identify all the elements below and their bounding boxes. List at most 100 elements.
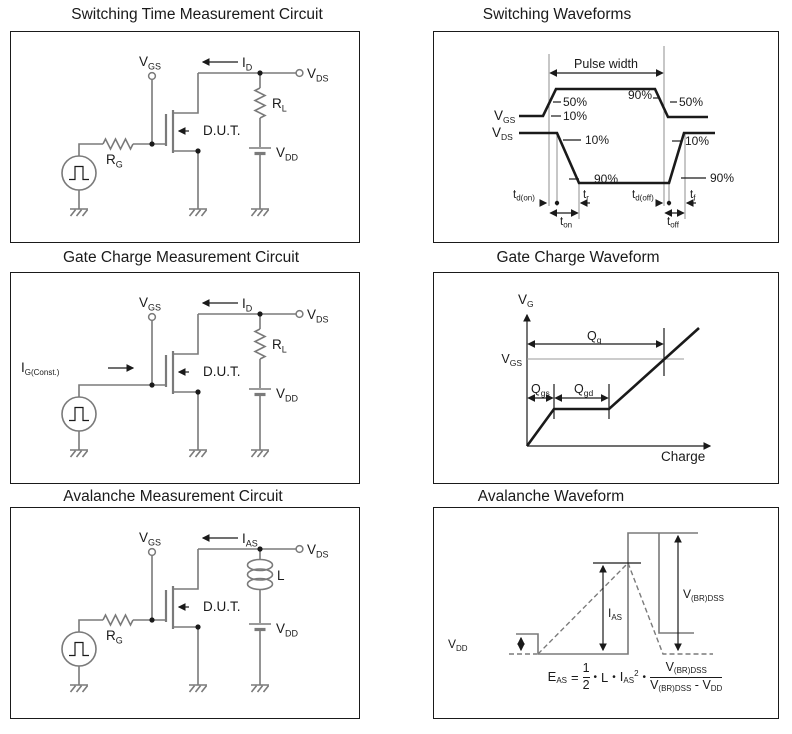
vds-terminal (295, 68, 304, 78)
panel-title-avalanche-circuit: Avalanche Measurement Circuit (63, 488, 283, 505)
label-vg: VG (518, 292, 534, 309)
label-l: L (277, 568, 285, 583)
junction-dot (149, 617, 155, 623)
label-vbrdss: V(BR)DSS (683, 587, 724, 603)
resistor-rl-symbol (253, 87, 267, 119)
label-dut: D.U.T. (203, 364, 241, 379)
label-qg: Qg (587, 329, 602, 345)
label-charge: Charge (661, 449, 705, 464)
panel-switching-waveforms: Pulse width VGS VDS 50% 10% 90% 50% 10% … (433, 31, 779, 243)
timing-annotations: td(on) tr ton td(off) tf toff (513, 189, 696, 230)
label-ias: IAS (608, 606, 622, 622)
label-dut: D.U.T. (203, 123, 241, 138)
circuit-wires (78, 72, 296, 209)
formula-dot: • (593, 671, 598, 683)
panel-title-avalanche-waveform: Avalanche Waveform (477, 488, 625, 505)
ground-symbol (69, 684, 89, 693)
svg-text:50%: 50% (679, 95, 703, 109)
label-vgs: VGS (139, 530, 161, 548)
mosfet-symbol (164, 549, 199, 685)
vds-avalanche-waveform (516, 532, 698, 655)
ground-symbol (69, 208, 89, 217)
vds-terminal (295, 309, 304, 319)
battery-vdd-symbol (249, 388, 271, 397)
label-vgs: VGS (139, 295, 161, 313)
guide-lines (548, 46, 686, 219)
panel-gate-charge-waveform: VG VGS Qg Qgs Qgd Charge (433, 272, 779, 484)
junction-dot (257, 311, 263, 317)
junction-dot (195, 389, 201, 395)
mosfet-symbol (164, 73, 199, 209)
panel-title-gate-charge-circuit: Gate Charge Measurement Circuit (62, 249, 300, 266)
svg-text:10%: 10% (585, 133, 609, 147)
label-qgs: Qgs (531, 382, 550, 398)
formula-equals: = (570, 669, 579, 685)
label-rg: RG (106, 152, 123, 170)
ground-symbol (250, 208, 270, 217)
formula-inductance: L (601, 669, 609, 685)
junction-dot (149, 141, 155, 147)
label-vds: VDS (307, 66, 329, 84)
label-id: ID (242, 55, 253, 73)
svg-text:10%: 10% (563, 109, 587, 123)
formula-voltage-ratio: V(BR)DSS V(BR)DSS - VDD (650, 660, 723, 694)
svg-text:ton: ton (560, 216, 572, 230)
vds-waveform (519, 131, 715, 185)
ground-symbol (69, 449, 89, 458)
label-vdd: VDD (448, 637, 468, 653)
percent-ticks: 50% 10% 90% 50% 10% 90% 10% 90% (551, 88, 734, 186)
pulse-generator-symbol (61, 631, 97, 667)
panel-switching-time-circuit: VGS ID VDS D.U.T. RG RL VDD (10, 31, 360, 243)
svg-text:50%: 50% (563, 95, 587, 109)
battery-vdd-symbol (249, 147, 271, 156)
label-vgs: VGS (494, 108, 516, 125)
junction-dot (149, 382, 155, 388)
label-rl: RL (272, 337, 287, 355)
label-dut: D.U.T. (203, 599, 241, 614)
panel-avalanche-circuit: VGS IAS VDS D.U.T. RG L VDD (10, 507, 360, 719)
formula-ias-squared: IAS2 (619, 669, 639, 686)
ias-current-dashed-waveform (509, 561, 713, 655)
formula-dot: • (612, 671, 616, 683)
circuit-wires (78, 313, 296, 450)
label-ias: IAS (242, 531, 258, 549)
panel-title-switching-time-circuit: Switching Time Measurement Circuit (71, 6, 323, 23)
label-vds: VDS (492, 125, 513, 142)
svg-text:td(off): td(off) (632, 189, 654, 203)
svg-text:90%: 90% (594, 172, 618, 186)
mosfet-symbol (164, 314, 199, 450)
svg-text:90%: 90% (710, 171, 734, 185)
label-vds: VDS (307, 542, 329, 560)
label-vdd: VDD (276, 621, 299, 639)
junction-dot (257, 70, 263, 76)
vgs-terminal (147, 312, 157, 322)
junction-dot (257, 546, 263, 552)
svg-text:90%: 90% (628, 88, 652, 102)
pulse-generator-symbol (61, 155, 97, 191)
gate-charge-curve (525, 327, 700, 447)
label-rg: RG (106, 628, 123, 646)
resistor-rg-symbol (102, 137, 134, 151)
label-qgd: Qgd (574, 382, 593, 398)
pulse-generator-symbol (61, 396, 97, 432)
svg-text:10%: 10% (685, 134, 709, 148)
formula-denominator: V(BR)DSS - VDD (650, 677, 723, 693)
svg-text:tr: tr (583, 189, 589, 203)
vgs-waveform (519, 87, 708, 119)
label-rl: RL (272, 96, 287, 114)
battery-vdd-symbol (249, 623, 271, 632)
label-vdd: VDD (276, 145, 299, 163)
junction-dot (195, 624, 201, 630)
inductor-l-symbol (246, 558, 274, 598)
formula-eas: EAS (547, 669, 567, 686)
svg-text:toff: toff (667, 216, 680, 230)
panel-gate-charge-circuit: VGS ID VDS D.U.T. IG(Const.) RL VDD (10, 272, 360, 484)
label-ig-const: IG(Const.) (21, 360, 60, 377)
panel-title-switching-waveforms: Switching Waveforms (482, 6, 632, 23)
formula-numerator: V(BR)DSS (665, 660, 707, 675)
ground-symbol (188, 449, 208, 458)
